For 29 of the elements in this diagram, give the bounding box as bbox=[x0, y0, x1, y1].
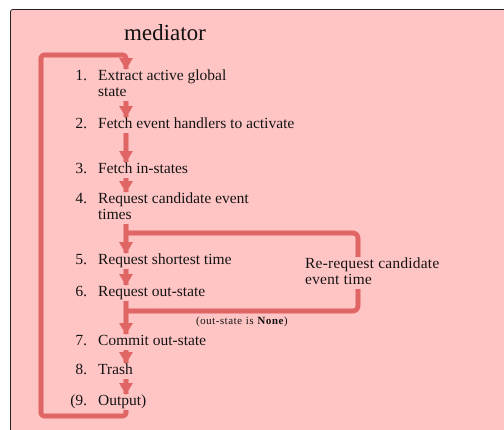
step-text: Output) bbox=[98, 393, 146, 409]
panel-title: mediator bbox=[124, 20, 206, 46]
step-number: 1. bbox=[74, 68, 87, 86]
step-number: 5. bbox=[74, 252, 87, 268]
step-text: Commit out-state bbox=[98, 333, 206, 349]
step-text: Request out-state bbox=[98, 284, 206, 300]
step-text: Trash bbox=[98, 362, 133, 378]
step-text: Extract active global state bbox=[98, 68, 228, 100]
arrow bbox=[119, 101, 133, 118]
step-number: 2. bbox=[74, 116, 87, 132]
arrow bbox=[119, 379, 133, 395]
edge-label: (out-state is None) bbox=[195, 315, 289, 327]
step-number: 8. bbox=[74, 362, 87, 378]
step-text: Fetch in-states bbox=[98, 161, 188, 177]
step-text: Request shortest time bbox=[98, 252, 232, 268]
step-number: (9. bbox=[69, 393, 87, 409]
arrow bbox=[38, 52, 133, 418]
step-number: 4. bbox=[74, 191, 87, 209]
step-number: 3. bbox=[74, 161, 87, 177]
step-number: 7. bbox=[74, 333, 87, 349]
step-text: Fetch event handlers to activate bbox=[98, 116, 296, 132]
step-number: 6. bbox=[74, 284, 87, 300]
step-text: Re-request candidate event time bbox=[305, 256, 440, 288]
arrow bbox=[119, 133, 133, 163]
step-text: Request candidate event times bbox=[98, 191, 250, 223]
arrow bbox=[119, 178, 133, 193]
arrow bbox=[119, 350, 133, 364]
mediator-panel bbox=[10, 9, 504, 430]
arrow bbox=[119, 269, 133, 286]
